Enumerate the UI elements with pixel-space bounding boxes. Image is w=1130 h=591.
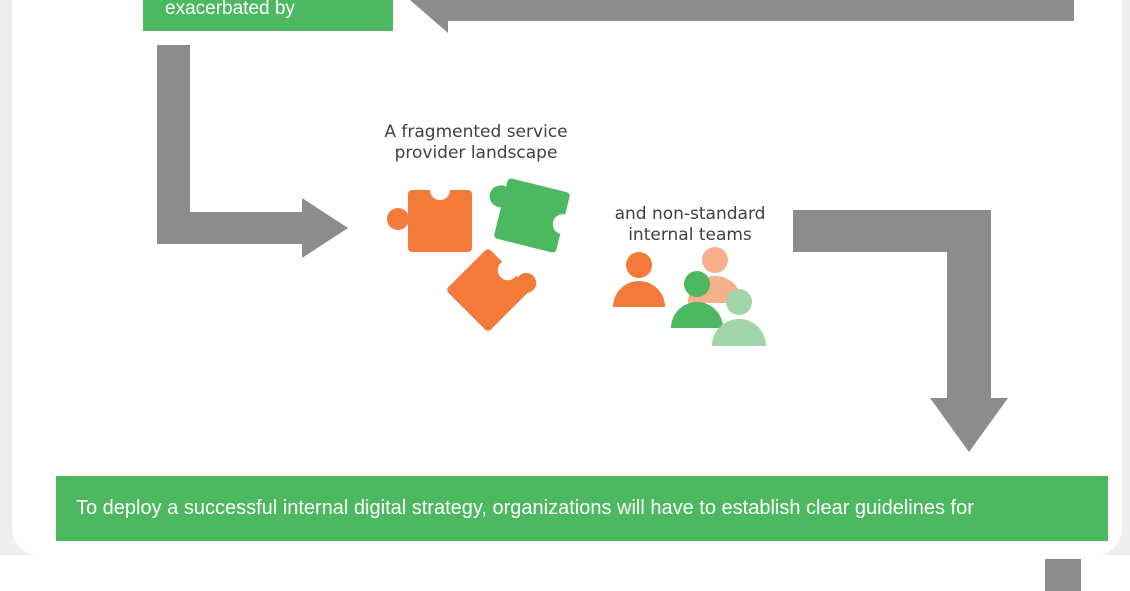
gray-square bbox=[1045, 559, 1081, 591]
strategy-banner: To deploy a successful internal digital … bbox=[56, 476, 1108, 541]
top-left-arrow bbox=[410, 0, 1074, 33]
exacerbated-by-box: exacerbated by bbox=[143, 0, 393, 31]
bend-down-arrow bbox=[793, 210, 1008, 452]
green-puzzle-piece-icon bbox=[489, 178, 573, 253]
orange-puzzle-piece-icon bbox=[447, 249, 537, 331]
orange-person-icon bbox=[613, 252, 665, 307]
green-person-icon bbox=[671, 271, 723, 328]
diagram-card bbox=[12, 0, 1122, 555]
orange-puzzle-piece-icon bbox=[387, 180, 472, 252]
bottom-background-strip bbox=[0, 555, 1130, 591]
internal-teams-caption: and non-standard internal teams bbox=[614, 204, 766, 245]
light-green-person-icon bbox=[712, 289, 766, 346]
l-shaped-right-arrow bbox=[157, 45, 348, 258]
fragmented-landscape-caption: A fragmented service provider landscape bbox=[384, 122, 568, 163]
